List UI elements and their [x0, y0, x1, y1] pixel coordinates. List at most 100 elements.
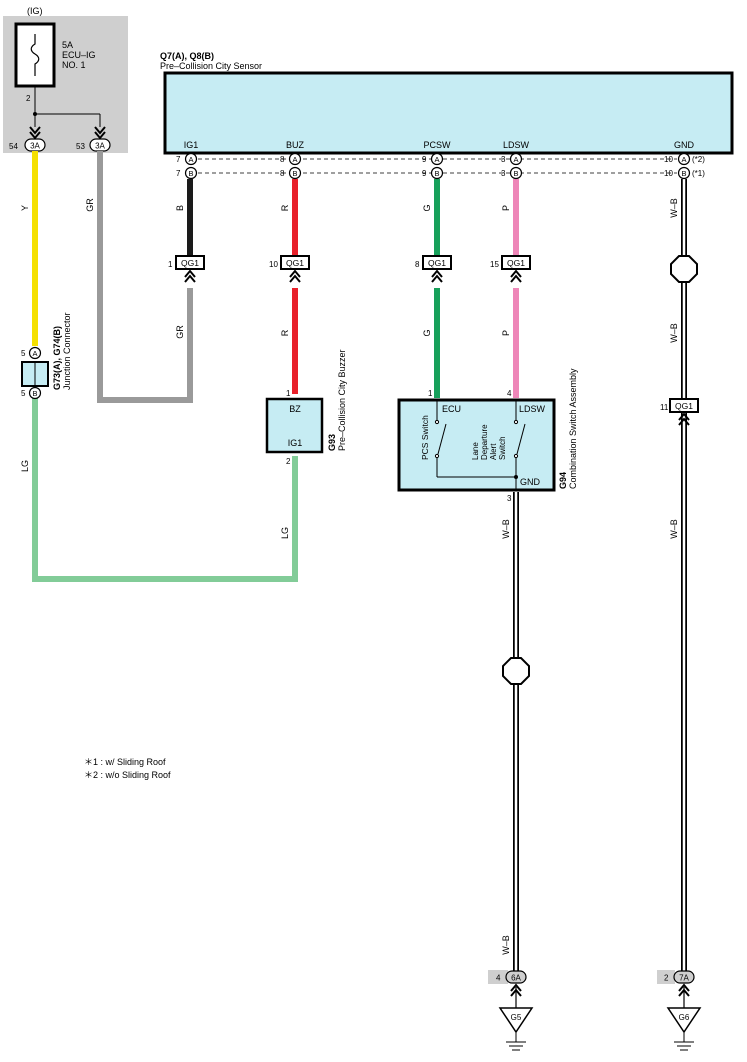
- fuse-box: [14, 22, 56, 88]
- ground-triangle-icon: [498, 1007, 534, 1034]
- sensor-id: Q7(A), Q8(B): [160, 51, 214, 61]
- buzzer-name: Pre–Collision City Buzzer: [337, 349, 347, 451]
- svg-text:A: A: [188, 155, 193, 164]
- switch-contact-icon: [437, 423, 447, 455]
- junction-connector: 5 A 5 B: [21, 346, 49, 400]
- wire-label-r-upper: R: [280, 204, 290, 211]
- note-2: ＊2 : w/o Sliding Roof: [84, 770, 171, 780]
- wire-label-wb-gnd-lower: W–B: [669, 519, 679, 539]
- svg-text:9: 9: [422, 169, 427, 178]
- svg-text:3: 3: [507, 494, 512, 503]
- ground-g5: 4 6A G5: [488, 970, 534, 1051]
- fuse-rating: 5A: [62, 40, 73, 50]
- sensor-note-a: (*2): [692, 155, 705, 164]
- combination-switch: 1 4 ECU LDSW PCS Switch Lane Departure A…: [397, 389, 556, 503]
- svg-text:B: B: [681, 169, 686, 178]
- wire-label-g-upper: G: [422, 204, 432, 211]
- fuse-name-line1: ECU–IG: [62, 50, 96, 60]
- arrow-up-icon: [510, 270, 522, 283]
- svg-text:A: A: [513, 155, 518, 164]
- svg-text:5: 5: [21, 349, 26, 358]
- sensor-term-ig1: IG1: [184, 140, 199, 150]
- svg-text:B: B: [513, 169, 518, 178]
- sensor-box: [163, 71, 734, 155]
- svg-text:Departure: Departure: [480, 424, 489, 460]
- svg-text:1: 1: [286, 389, 291, 398]
- sensor-name: Pre–Collision City Sensor: [160, 61, 262, 71]
- svg-text:B: B: [434, 169, 439, 178]
- svg-text:QG1: QG1: [181, 258, 199, 268]
- wire-light-green: [32, 398, 298, 582]
- sensor-conn-gnd: 10 A (*2) 10 B (*1): [664, 152, 705, 180]
- splice-octagon-icon: [670, 255, 698, 283]
- svg-text:A: A: [32, 349, 37, 358]
- wire-label-wb-gnd-mid: W–B: [669, 323, 679, 343]
- svg-text:15: 15: [490, 260, 499, 269]
- sensor-conn-pcsw: 9 A 9 B: [422, 152, 444, 180]
- svg-text:6A: 6A: [511, 974, 521, 983]
- wire-label-r-lower: R: [280, 329, 290, 336]
- fuse-pin: 2: [26, 94, 31, 103]
- svg-text:A: A: [434, 155, 439, 164]
- buzzer: 1 BZ IG1 2: [265, 389, 324, 466]
- svg-text:QG1: QG1: [286, 258, 304, 268]
- wire-label-b: B: [175, 205, 185, 211]
- svg-text:8: 8: [415, 260, 420, 269]
- wire-label-p-upper: P: [501, 205, 511, 211]
- svg-text:9: 9: [422, 155, 427, 164]
- switch-contact-icon: [516, 423, 526, 455]
- wire-label-wb-g5-upper: W–B: [501, 519, 511, 539]
- svg-text:11: 11: [660, 403, 669, 412]
- sensor-term-buz: BUZ: [286, 140, 305, 150]
- svg-text:8: 8: [280, 155, 285, 164]
- svg-text:G5: G5: [511, 1013, 522, 1022]
- svg-text:4: 4: [507, 389, 512, 398]
- sensor-conn-buz: 8 A 8 B: [280, 152, 302, 180]
- svg-text:A: A: [292, 155, 297, 164]
- sensor-term-gnd: GND: [674, 140, 695, 150]
- svg-text:GND: GND: [520, 477, 541, 487]
- fuse-source-label: (IG): [27, 6, 43, 16]
- svg-text:IG1: IG1: [288, 438, 303, 448]
- svg-text:Switch: Switch: [498, 436, 507, 460]
- wire-label-p-lower: P: [501, 330, 511, 336]
- splice-octagon-icon: [502, 657, 530, 685]
- svg-text:1: 1: [168, 260, 173, 269]
- svg-text:LDSW: LDSW: [519, 404, 546, 414]
- fuse-conn-left-pin: 54: [9, 142, 18, 151]
- svg-text:4: 4: [496, 974, 501, 983]
- wire-label-lg-right: LG: [280, 527, 290, 539]
- svg-text:QG1: QG1: [507, 258, 525, 268]
- wire-gray: [97, 151, 193, 403]
- combo-id: G94: [558, 472, 568, 489]
- sensor-note-b: (*1): [692, 169, 705, 178]
- sensor-term-pcsw: PCSW: [424, 140, 452, 150]
- svg-text:QG1: QG1: [428, 258, 446, 268]
- wire-label-lg-left: LG: [20, 460, 30, 472]
- svg-text:5: 5: [21, 389, 26, 398]
- arrow-up-icon: [431, 270, 443, 283]
- sensor-pin-ig1-b: 7: [176, 169, 181, 178]
- svg-text:3: 3: [501, 169, 506, 178]
- buzzer-id: G93: [327, 434, 337, 451]
- fuse-conn-right-pin: 53: [76, 142, 85, 151]
- wire-label-y: Y: [20, 205, 30, 211]
- svg-text:8: 8: [280, 169, 285, 178]
- svg-text:ECU: ECU: [442, 404, 461, 414]
- combo-name: Combination Switch Assembly: [568, 368, 578, 489]
- note-1: ＊1 : w/ Sliding Roof: [84, 757, 166, 767]
- fuse-name-line2: NO. 1: [62, 60, 86, 70]
- sensor-conn-ldsw: 3 A 3 B: [501, 152, 523, 180]
- svg-text:PCS Switch: PCS Switch: [420, 415, 430, 460]
- junction-id: G73(A), G74(B): [52, 326, 62, 390]
- fuse-icon: [30, 34, 40, 76]
- fuse-conn-right-label: 3A: [95, 142, 105, 151]
- fuse-conn-left-label: 3A: [30, 142, 40, 151]
- svg-text:A: A: [681, 155, 686, 164]
- junction-name: Junction Connector: [62, 312, 72, 390]
- ground-triangle-icon: [666, 1007, 702, 1034]
- svg-text:G6: G6: [679, 1013, 690, 1022]
- svg-text:Alert: Alert: [489, 443, 498, 460]
